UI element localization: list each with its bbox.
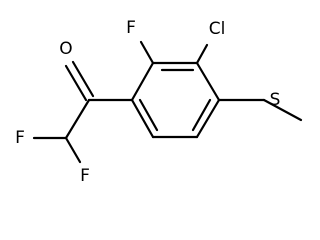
- bond-ring-to-chlorine: [195, 43, 209, 65]
- ring-bond-c6-c1: [130, 98, 155, 139]
- ring-bond-c4-c5: [195, 98, 221, 139]
- chemical-structure-diagram: O F Cl S F F: [15, 18, 303, 186]
- bond-ring-to-fluorine: [139, 40, 155, 65]
- ring-bond-c6-c1-inner: [138, 98, 159, 132]
- chlorine-label: Cl: [209, 19, 226, 39]
- bond-cf2-to-fluorine-bottom: [64, 136, 82, 164]
- ring-bond-c1-c2: [130, 61, 155, 102]
- oxygen-label: O: [59, 39, 72, 59]
- bond-carbonyl-double-b: [71, 60, 95, 98]
- bond-carbonyl-to-cf2: [64, 98, 91, 140]
- bond-carbonyl-double-a: [64, 64, 88, 102]
- fluorine-bottom-label: F: [80, 166, 90, 186]
- ring-bond-c3-c4: [195, 61, 221, 102]
- fluorine-ring-label: F: [126, 18, 136, 38]
- sulfur-label: S: [270, 90, 281, 110]
- bond-sulfur-to-methyl: [262, 98, 303, 122]
- fluorine-left-label: F: [15, 128, 25, 148]
- ring-bond-c4-c5-inner: [191, 98, 212, 132]
